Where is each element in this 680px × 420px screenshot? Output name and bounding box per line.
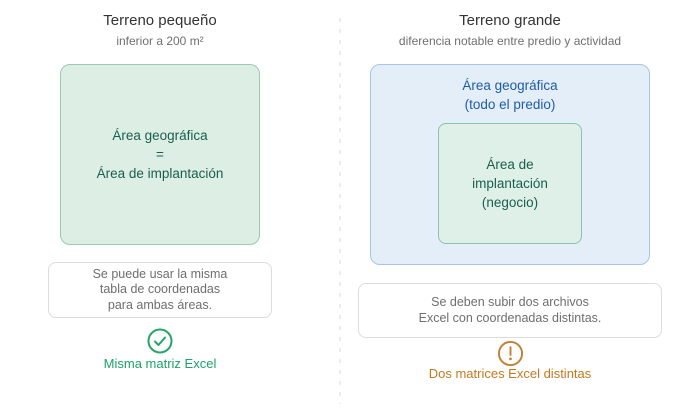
area-geografica-predio-box: Área geográfica (todo el predio) Área de…: [370, 64, 650, 265]
area-equal-text: Área geográfica = Área de implantación: [97, 126, 224, 183]
note-line: Se deben subir dos archivos: [431, 295, 589, 309]
equals-sign: =: [156, 147, 164, 162]
area-geografica-label: Área geográfica: [112, 128, 208, 143]
alert-circle-icon: [340, 340, 680, 367]
status-label: Dos matrices Excel distintas: [428, 366, 592, 381]
area-implantacion-negocio-box: Área de implantación (negocio): [438, 123, 582, 244]
area-de-label: Área de: [486, 157, 534, 172]
note-line: Se puede usar la misma: [92, 266, 228, 281]
area-implantacion-label: Área de implantación: [96, 166, 224, 181]
panel-title: Terreno pequeño: [103, 12, 217, 29]
panel-terreno-pequeno: Terreno pequeño inferior a 200 m² Área g…: [0, 0, 320, 420]
negocio-label: (negocio): [481, 195, 539, 210]
note-card-misma-tabla: Se puede usar la misma tabla de coordena…: [48, 262, 272, 318]
note-line: Excel con coordenadas distintas.: [418, 310, 602, 325]
note-line: tabla de coordenadas: [99, 282, 221, 297]
panel-title: Terreno grande: [459, 12, 561, 29]
status-label: Misma matriz Excel: [103, 356, 217, 371]
implantacion-label: implantación: [472, 176, 548, 191]
area-geografica-label: Área geográfica: [462, 78, 558, 93]
area-geografica-predio-text: Área geográfica (todo el predio): [371, 76, 649, 114]
area-geografica-box: Área geográfica = Área de implantación: [60, 64, 260, 245]
vertical-dashed-divider: [339, 18, 341, 404]
todo-el-predio-label: (todo el predio): [464, 97, 556, 112]
note-card-dos-archivos: Se deben subir dos archivos Excel con co…: [358, 283, 662, 338]
panel-terreno-grande: Terreno grande diferencia notable entre …: [340, 0, 680, 420]
panel-subtitle: inferior a 200 m²: [116, 34, 204, 48]
note-line: para ambas áreas.: [107, 297, 213, 312]
area-implantacion-negocio-text: Área de implantación (negocio): [472, 155, 548, 212]
panel-subtitle: diferencia notable entre predio y activi…: [398, 34, 622, 48]
check-circle-icon: [0, 328, 320, 354]
